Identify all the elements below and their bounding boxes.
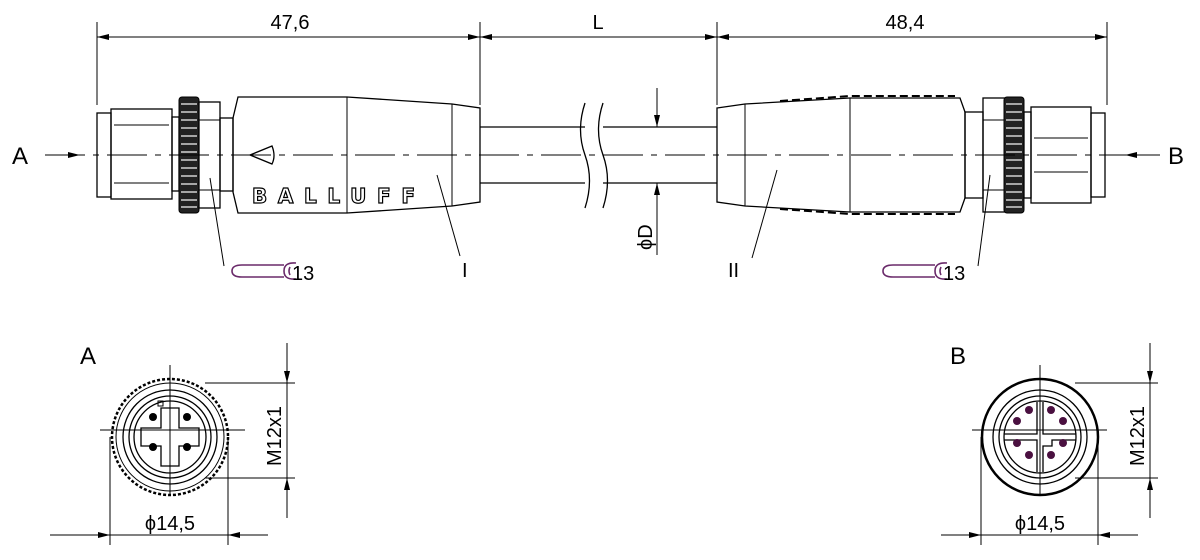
wrench-size-right: 13 [943, 263, 965, 285]
end-b-label: B [1168, 143, 1184, 170]
dim-cable-diameter: ϕD [635, 224, 657, 250]
wrench-icon [882, 262, 948, 280]
balluff-logo: BALLUFF [252, 184, 417, 208]
wrench-icon [231, 262, 297, 280]
dim-right-length: 48,4 [886, 12, 925, 34]
view-b-label: B [950, 343, 966, 370]
view-a-label: A [80, 343, 96, 370]
part-two-label: II [728, 260, 739, 282]
triangle-marker-icon [248, 145, 275, 165]
wrench-size-left: 13 [292, 263, 314, 285]
diameter-dim-b: ϕ14,5 [1015, 513, 1065, 535]
cable: ϕD [480, 88, 717, 255]
view-b: B M12x1 ϕ14,5 [941, 343, 1158, 545]
dim-cable-length: L [592, 12, 603, 34]
dim-left-length: 47,6 [271, 12, 310, 34]
diameter-dim-a: ϕ14,5 [145, 513, 195, 535]
thread-dim-a: M12x1 [264, 406, 286, 466]
thread-dim-b: M12x1 [1127, 406, 1149, 466]
part-one-label: I [462, 260, 468, 282]
end-a-label: A [12, 143, 28, 170]
break-line [579, 102, 591, 209]
view-a: A M12x1 ϕ14,5 [50, 343, 295, 545]
top-dimensions: 47,6 L 48,4 [96, 12, 1108, 105]
